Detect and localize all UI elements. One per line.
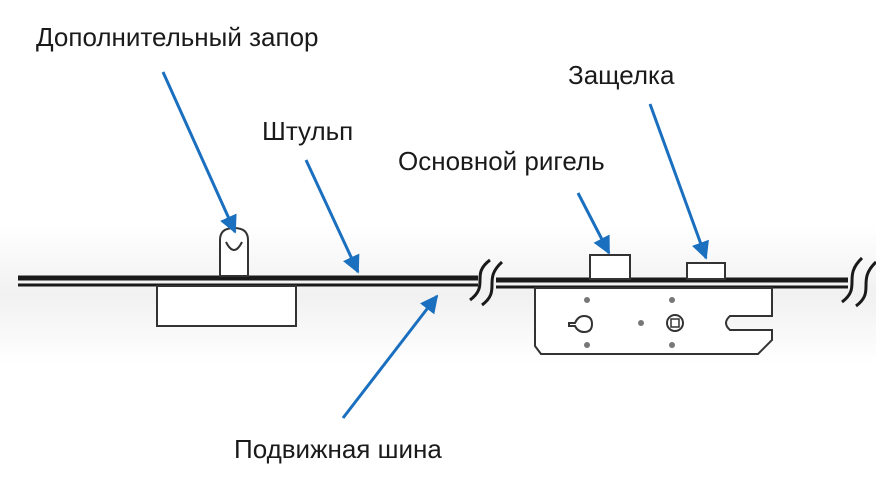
label-main-bolt: Основной ригель (398, 146, 605, 176)
arrow-faceplate (304, 159, 360, 274)
arrow-main-bolt (576, 192, 611, 255)
arrow-extra-lock (161, 71, 237, 234)
latch-part (686, 262, 726, 280)
main-lock-body (534, 287, 773, 355)
label-faceplate: Штульп (262, 116, 354, 146)
break-mark-1 (469, 258, 491, 302)
label-moving-bar: Подвижная шина (234, 434, 442, 464)
extra-lock-part (219, 226, 249, 277)
arrow-latch (648, 103, 709, 260)
main-bolt-part (589, 254, 631, 280)
extra-lock-housing (156, 285, 297, 327)
break-mark-4 (855, 260, 876, 308)
label-extra-lock: Дополнительный запор (36, 22, 319, 52)
label-latch: Защелка (568, 60, 675, 90)
break-mark-3 (841, 256, 864, 304)
break-mark-2 (481, 260, 504, 307)
arrow-moving-bar (341, 294, 439, 419)
